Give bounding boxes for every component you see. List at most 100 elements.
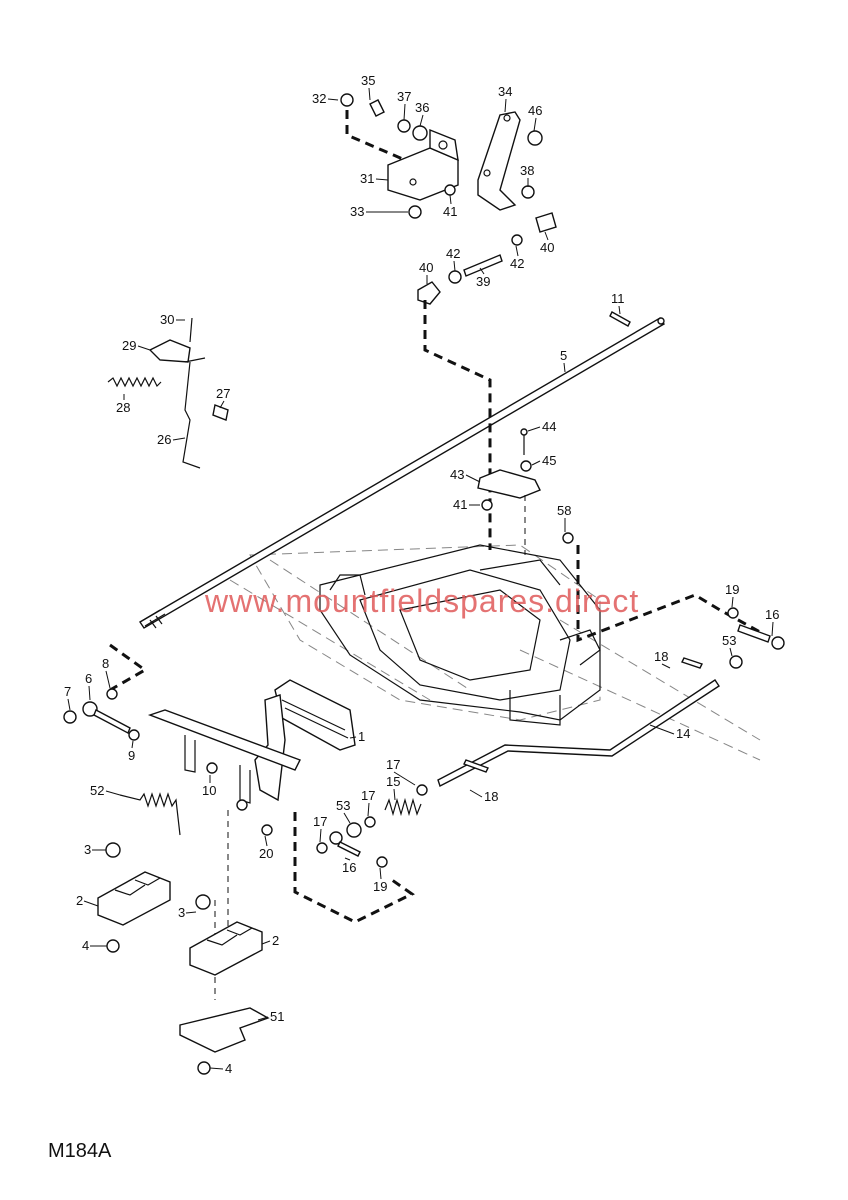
leader-line (729, 647, 733, 657)
eye-part-6 (82, 701, 98, 717)
spring-part-52 (119, 792, 181, 836)
callout-label-41: 41 (453, 497, 467, 512)
leader-line (393, 771, 416, 786)
callout-label-14: 14 (676, 726, 690, 741)
callout-label-18: 18 (484, 789, 498, 804)
diagram-code: M184A (48, 1140, 112, 1162)
plate-part-43 (477, 428, 541, 555)
callout-label-29: 29 (122, 338, 136, 353)
plate-part-51 (179, 1007, 270, 1053)
pin-part-18 (681, 657, 703, 669)
callout-label-28: 28 (116, 400, 130, 415)
hardware-top (340, 93, 557, 305)
leader-line (403, 103, 406, 121)
callout-label-10: 10 (202, 783, 216, 798)
bracket-part-29 (148, 339, 191, 363)
leader-line (105, 790, 121, 796)
leader-line (515, 245, 519, 257)
leader-line (219, 400, 225, 409)
callout-label-17: 17 (313, 814, 327, 829)
callout-label-58: 58 (557, 503, 571, 518)
callout-label-38: 38 (520, 163, 534, 178)
callout-label-1: 1 (358, 729, 365, 744)
callout-label-42: 42 (446, 246, 460, 261)
pin-part-30 (189, 317, 193, 343)
callout-label-16: 16 (342, 860, 356, 875)
leader-line (527, 426, 541, 432)
leader-line (379, 867, 382, 880)
callout-label-31: 31 (360, 171, 374, 186)
callout-label-2: 2 (272, 933, 279, 948)
callout-label-52: 52 (90, 783, 104, 798)
eyebolt-eye (771, 636, 785, 650)
leader-line (465, 474, 481, 483)
rod-part-26 (182, 357, 206, 469)
leader-line (375, 178, 389, 181)
callout-label-7: 7 (64, 684, 71, 699)
leader-line (349, 736, 357, 739)
callout-label-35: 35 (361, 73, 375, 88)
leader-line (343, 812, 351, 824)
nut-part-7 (63, 710, 77, 724)
callout-label-15: 15 (386, 774, 400, 789)
spacer-part-53 (729, 655, 743, 669)
leader-line (504, 98, 507, 113)
leader-line (649, 724, 675, 735)
leader-line (209, 1067, 224, 1070)
callout-label-33: 33 (350, 204, 364, 219)
eyebolt-part-6 (93, 709, 131, 734)
callout-label-46: 46 (528, 103, 542, 118)
callout-label-43: 43 (450, 467, 464, 482)
callout-label-16: 16 (765, 607, 779, 622)
callout-label-6: 6 (85, 671, 92, 686)
leader-line (344, 857, 351, 861)
leader-line (88, 685, 91, 701)
callout-label-4: 4 (225, 1061, 232, 1076)
top-link-dash (345, 110, 492, 550)
callout-label-19: 19 (373, 879, 387, 894)
callout-label-40: 40 (540, 240, 554, 255)
leader-line (419, 114, 424, 127)
nut-part-9 (128, 729, 140, 741)
lower-link-dash (293, 812, 415, 924)
leader-line (731, 596, 734, 608)
callout-label-30: 30 (160, 312, 174, 327)
leader-line (618, 305, 621, 315)
leader-line (131, 740, 134, 749)
leader-line (367, 802, 370, 817)
leader-line (185, 911, 197, 914)
pin-part-11 (609, 311, 631, 327)
leader-line (449, 194, 452, 205)
leader-line (771, 621, 774, 637)
nut-part-8 (106, 688, 118, 700)
nut-part-4-lower (197, 1061, 211, 1075)
callout-label-41: 41 (443, 204, 457, 219)
spring-part-28 (107, 376, 162, 388)
callout-label-17: 17 (361, 788, 375, 803)
callout-label-3: 3 (84, 842, 91, 857)
callout-label-4: 4 (82, 938, 89, 953)
callout-label-20: 20 (259, 846, 273, 861)
callout-label-42: 42 (510, 256, 524, 271)
watermark: www.mountfieldspares.direct (204, 583, 639, 619)
eyebolt-part-16 (737, 624, 771, 643)
leader-line (661, 663, 671, 669)
pin-part-27 (212, 404, 229, 421)
callout-label-26: 26 (157, 432, 171, 447)
leader-line (105, 670, 111, 689)
callout-label-37: 37 (397, 89, 411, 104)
rod-part-14 (437, 679, 720, 787)
rod-part-5 (139, 317, 665, 629)
nut-part-58 (562, 532, 574, 544)
callout-label-3: 3 (178, 905, 185, 920)
callout-label-53: 53 (336, 798, 350, 813)
leader-line (469, 789, 483, 798)
callout-label-32: 32 (312, 91, 326, 106)
pin-part-18-lower (463, 759, 489, 773)
leader-line (368, 87, 371, 101)
leader-line (257, 1016, 269, 1021)
bracket-part-34 (477, 111, 521, 211)
bracket-part-31 (387, 128, 459, 201)
